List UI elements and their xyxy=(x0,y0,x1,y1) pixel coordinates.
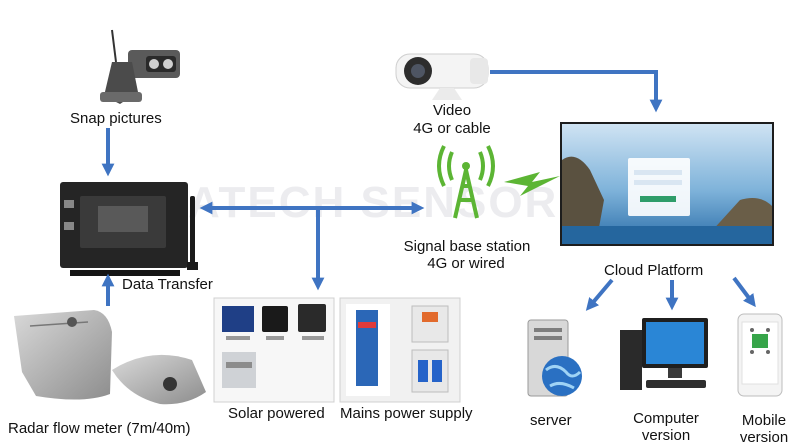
computer-sub-label: version xyxy=(641,427,691,444)
radar-flow-meter-label: Radar flow meter (7m/40m) xyxy=(8,420,191,437)
video-label: Video xyxy=(432,102,472,119)
server-icon xyxy=(527,319,582,397)
arrow-cloud-to-server xyxy=(585,278,614,311)
mobile-label: Mobile xyxy=(741,412,787,429)
arrow-video-to-cloud xyxy=(490,70,663,113)
video-sub-label: 4G or cable xyxy=(413,120,491,137)
solar-label: Solar powered xyxy=(228,405,325,422)
mains-power-box xyxy=(339,297,461,403)
computer-icon xyxy=(620,318,708,390)
antenna-icon xyxy=(187,196,198,270)
data-transfer-unit-icon xyxy=(60,182,188,276)
solar-power-box xyxy=(213,297,335,403)
signal-label: Signal base station xyxy=(403,238,531,255)
snap-camera-icon xyxy=(100,29,180,104)
computer-label: Computer xyxy=(633,410,699,427)
video-camera-icon xyxy=(395,53,489,100)
cloud-platform-screen xyxy=(560,122,774,246)
signal-bolt-icon xyxy=(504,172,560,196)
server-label: server xyxy=(530,412,572,429)
data-transfer-label: Data Transfer xyxy=(122,276,213,293)
cloud-platform-label: Cloud Platform xyxy=(604,262,704,279)
snap-pictures-label: Snap pictures xyxy=(70,110,162,127)
arrow-cloud-to-mobile xyxy=(732,276,756,308)
signal-sub-label: 4G or wired xyxy=(427,255,505,272)
mobile-phone-icon xyxy=(737,313,783,397)
signal-tower-icon xyxy=(437,145,495,219)
radar-flow-meter-icon xyxy=(14,310,206,405)
mobile-sub-label: version xyxy=(739,429,789,446)
mains-label: Mains power supply xyxy=(340,405,473,422)
